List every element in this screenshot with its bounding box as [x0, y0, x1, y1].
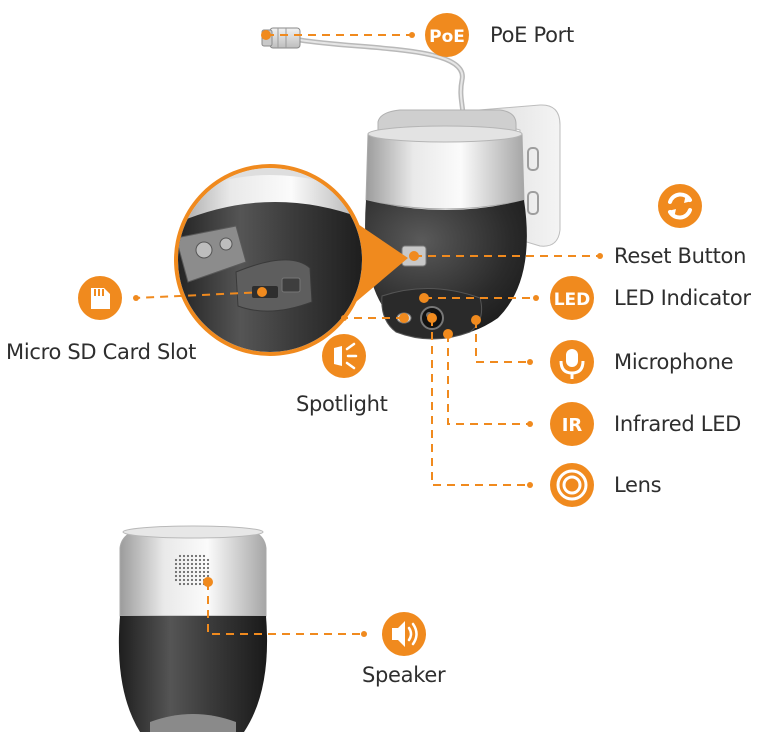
sd-slot-zoom — [174, 164, 408, 356]
speaker-leader — [203, 577, 367, 637]
speaker-icon — [382, 612, 426, 656]
reset-button-label: Reset Button — [614, 244, 746, 268]
microphone-icon — [550, 340, 594, 384]
led-badge: LED — [550, 276, 594, 320]
poe-badge: PoE — [425, 13, 469, 57]
camera-back-view — [118, 525, 268, 732]
lens-icon — [550, 463, 594, 507]
infrared-badge: IR — [550, 402, 594, 446]
spotlight-icon — [322, 334, 366, 378]
sd-card-icon — [78, 276, 122, 320]
refresh-icon — [658, 184, 702, 228]
microphone-label: Microphone — [614, 350, 733, 374]
lens-label: Lens — [614, 473, 661, 497]
poe-badge-text: PoE — [429, 27, 465, 47]
led-badge-text: LED — [554, 290, 591, 310]
led-indicator-label: LED Indicator — [614, 286, 751, 310]
callout-leaders — [133, 30, 603, 488]
poe-port-label: PoE Port — [490, 23, 574, 47]
speaker-label: Speaker — [362, 663, 446, 687]
infrared-led-label: Infrared LED — [614, 412, 741, 436]
spotlight-label: Spotlight — [296, 392, 388, 416]
sd-card-slot-label: Micro SD Card Slot — [6, 340, 196, 364]
camera-body — [365, 104, 561, 340]
poe-cable — [297, 37, 466, 133]
infrared-badge-text: IR — [562, 415, 583, 436]
